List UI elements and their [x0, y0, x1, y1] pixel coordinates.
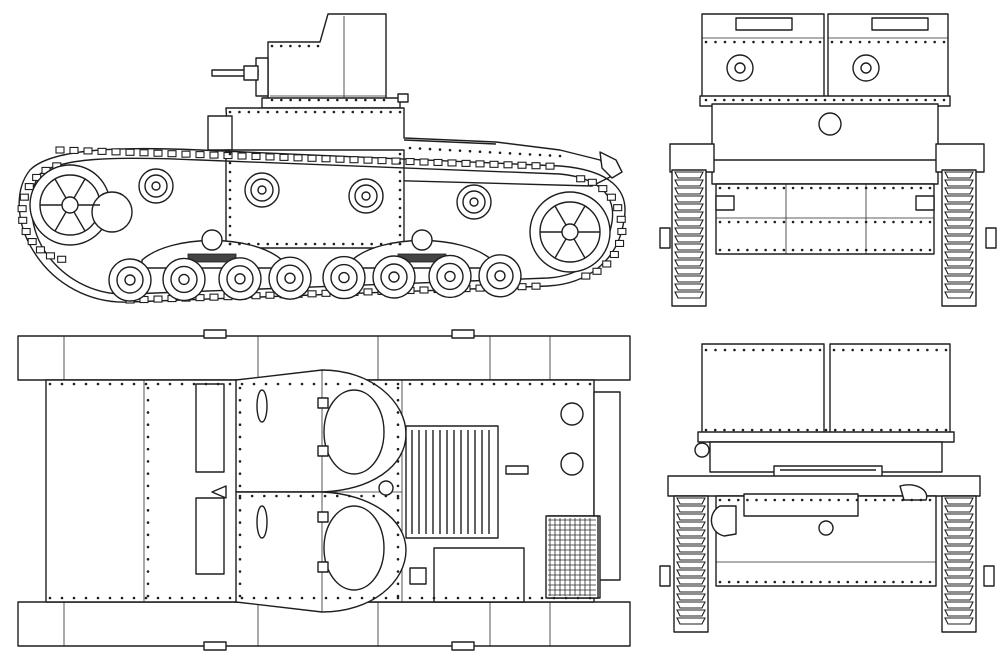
side-idler-wheel: [29, 164, 133, 246]
top-engine-grille: [405, 425, 499, 539]
side-turret: [211, 13, 409, 109]
side-road-wheels: [108, 254, 522, 302]
side-rivets: [228, 44, 562, 246]
top-rear-mesh: [545, 515, 599, 599]
front-turrets: [699, 13, 951, 107]
side-view: [17, 13, 627, 304]
top-engine-deck: [378, 402, 584, 603]
rear-hull: [659, 441, 995, 587]
rear-rivets: [704, 348, 948, 584]
front-hull: [659, 103, 997, 255]
top-fenders: [17, 329, 631, 651]
side-drive-sprocket: [529, 191, 611, 273]
side-return-rollers: [138, 168, 492, 220]
rear-view: [659, 343, 995, 633]
front-tracks: [671, 169, 977, 307]
rear-turrets: [694, 343, 955, 458]
top-view: [17, 329, 631, 651]
front-rivets: [704, 40, 946, 252]
front-view: [659, 13, 997, 307]
side-hull: [207, 107, 623, 249]
rear-tracks: [673, 495, 977, 633]
top-rivets: [48, 382, 592, 600]
top-turrets: [235, 369, 407, 613]
